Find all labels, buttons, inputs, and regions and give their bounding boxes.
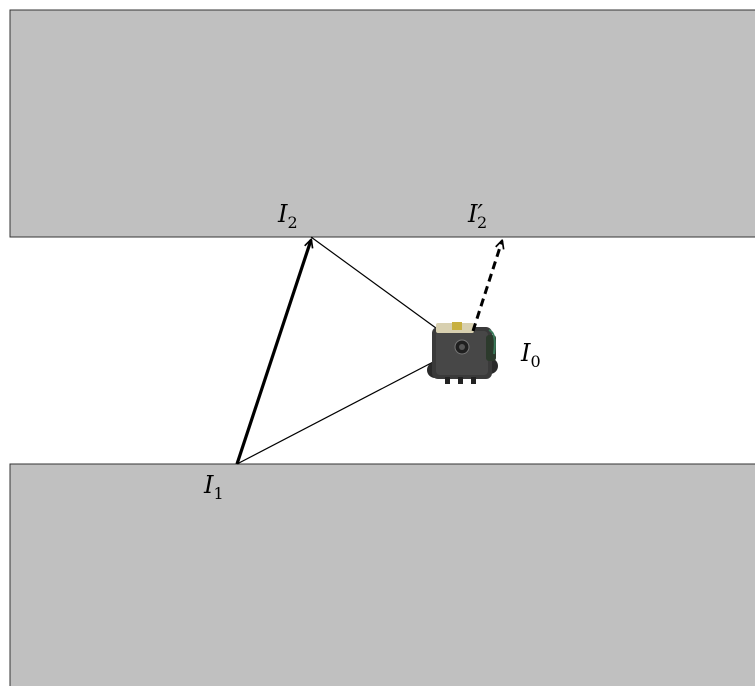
robot-icon [427, 322, 498, 384]
top-wall [10, 10, 755, 237]
bottom-wall [10, 464, 755, 686]
arrow-i1-to-i2 [237, 240, 311, 464]
label-i0: I0 [520, 339, 541, 371]
dashed-arrow-robot-to-i2-prime [473, 241, 502, 331]
